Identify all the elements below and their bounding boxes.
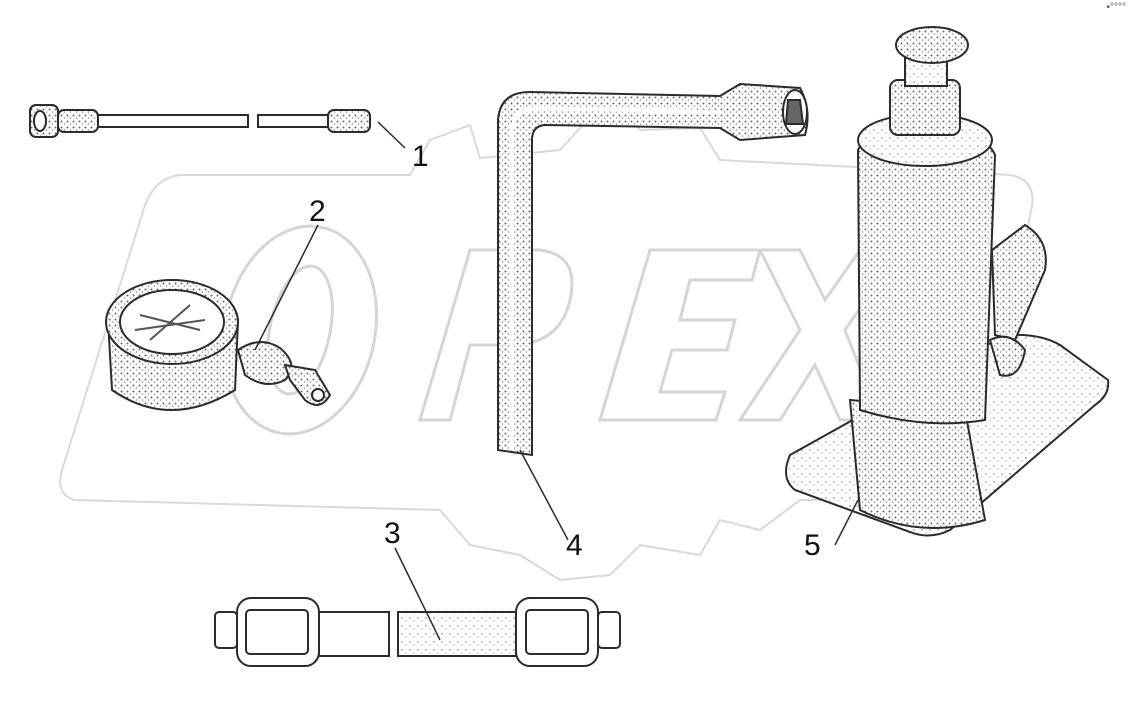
callout-1: 1: [412, 140, 429, 173]
callout-5: 5: [804, 529, 821, 562]
leader-lines: [254, 121, 859, 641]
part-5-jack: [785, 26, 1110, 537]
corner-mark: •°°°°: [1106, 2, 1127, 13]
watermark-letters: [221, 224, 903, 436]
callout-3: 3: [384, 517, 401, 550]
part-2-gauge: [105, 279, 332, 411]
part-1-hose: [29, 104, 371, 138]
part-4-wrench: [497, 82, 809, 457]
callout-2: 2: [309, 195, 326, 228]
callout-4: 4: [566, 529, 583, 562]
part-3-strap: [214, 597, 621, 667]
